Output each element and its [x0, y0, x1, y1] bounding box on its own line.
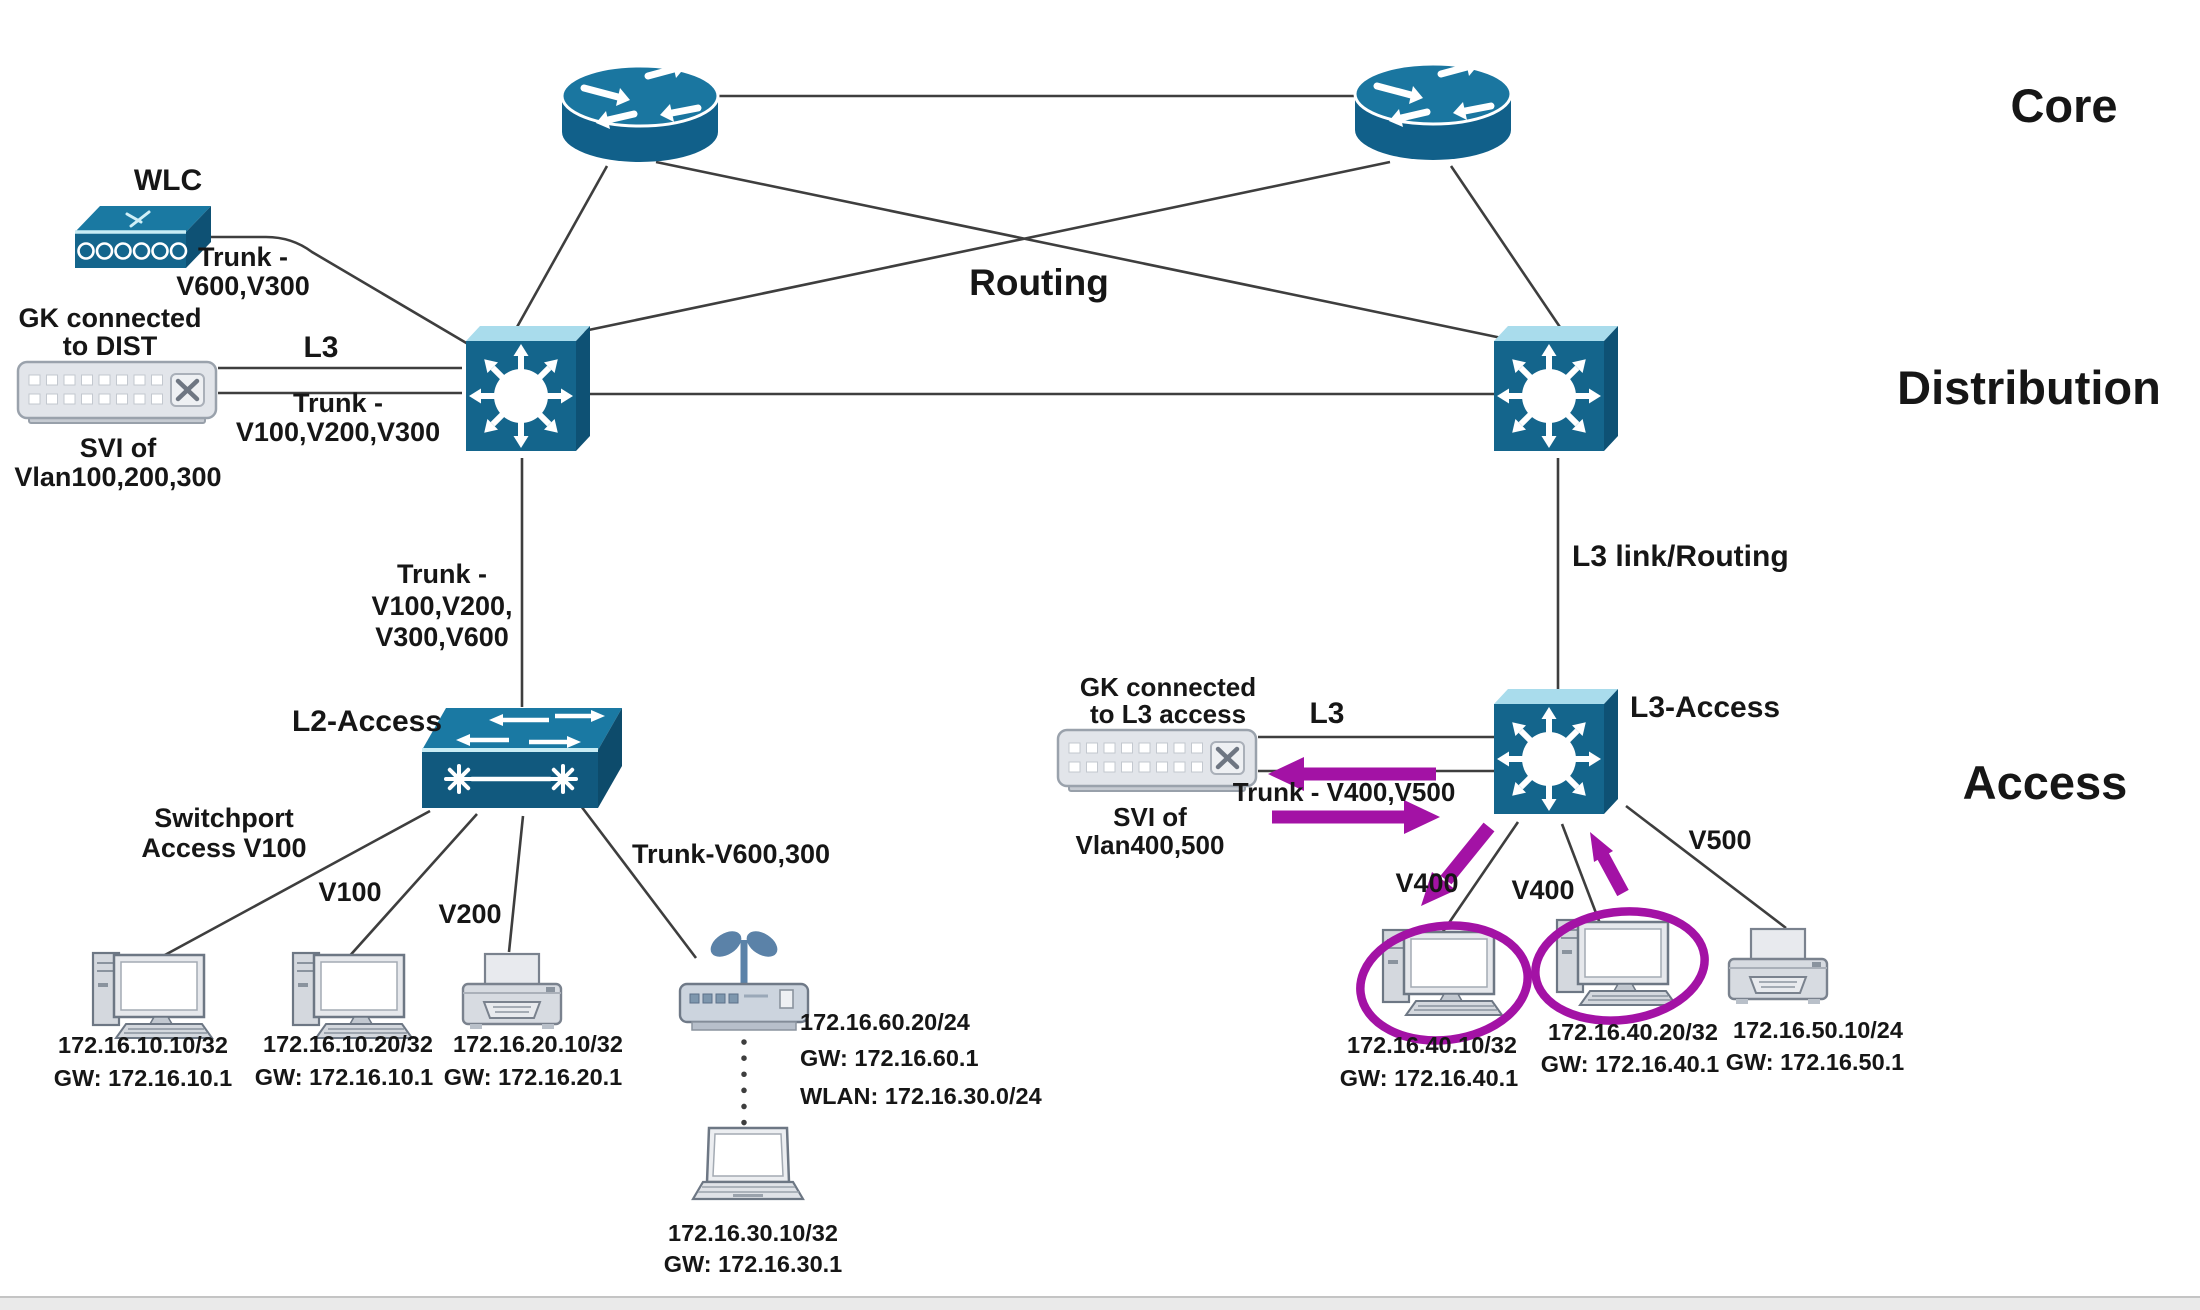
- gk-dist-svi-line1: SVI of: [80, 433, 158, 463]
- pc-right-2-ip: 172.16.40.20/32: [1548, 1019, 1718, 1045]
- ap-gw: GW: 172.16.60.1: [800, 1045, 979, 1071]
- printer-right-icon: [1727, 927, 1829, 1006]
- gk-dist-trunk-line2: V100,V200,V300: [236, 417, 440, 447]
- routing-label: Routing: [969, 262, 1109, 303]
- access-point-icon: [678, 931, 810, 1031]
- gk-l3-trunk-label: Trunk - V400,V500: [1233, 777, 1456, 807]
- link-wlc-distleft: [189, 235, 469, 346]
- gk-l3-l3-label: L3: [1309, 697, 1344, 730]
- pc-right-1-ip: 172.16.40.10/32: [1347, 1032, 1517, 1058]
- link-l2-ap: [579, 805, 698, 959]
- switchport-label-line2: Access V100: [141, 833, 306, 863]
- gk-l3-title-line1: GK connected: [1080, 672, 1256, 702]
- gk-l3-svi-line1: SVI of: [1113, 802, 1187, 832]
- trunk-ap-label: Trunk-V600,300: [632, 839, 830, 869]
- pc-left-2-icon: [291, 951, 414, 1040]
- l3-link-routing-label: L3 link/Routing: [1572, 540, 1789, 573]
- ap-wlan: WLAN: 172.16.30.0/24: [800, 1083, 1042, 1109]
- l2-uplink-trunk-line2: V100,V200,: [371, 591, 512, 621]
- pc-right-2-icon: [1555, 918, 1678, 1007]
- link-coreleft-distright: [655, 160, 1517, 343]
- gk-l3-title-line2: to L3 access: [1090, 699, 1246, 729]
- l2-access-switch-icon: [422, 708, 622, 808]
- link-coreleft-distleft: [510, 165, 609, 337]
- pc-left-2-gw: GW: 172.16.10.1: [255, 1064, 434, 1090]
- vlan-v400-pc2-label: V400: [1511, 875, 1574, 905]
- printer-left-icon: [461, 952, 563, 1031]
- pc-left-2-ip: 172.16.10.20/32: [263, 1031, 433, 1057]
- wlc-label: WLC: [134, 164, 202, 197]
- link-coreright-distright: [1449, 165, 1568, 337]
- bottom-strip: [0, 1297, 2200, 1310]
- layer-label-access: Access: [1963, 756, 2128, 809]
- switchport-label-line1: Switchport: [154, 803, 294, 833]
- layer-label-core: Core: [2010, 79, 2117, 132]
- vlan-v200-label: V200: [438, 899, 501, 929]
- link-l3-printer: [1625, 804, 1787, 930]
- highlight-ellipse-pc2: [1531, 907, 1709, 1025]
- core-router-right-icon: [1355, 58, 1511, 160]
- pc-left-1-ip: 172.16.10.10/32: [58, 1032, 228, 1058]
- printer-left-gw: GW: 172.16.20.1: [444, 1064, 623, 1090]
- l3-access-label: L3-Access: [1630, 691, 1780, 724]
- l3-access-switch-icon: [1494, 689, 1618, 814]
- gatekeeper-l3access-icon: [1058, 730, 1256, 791]
- vlan-v400-pc1-label: V400: [1395, 868, 1458, 898]
- laptop-ip: 172.16.30.10/32: [668, 1220, 838, 1246]
- gk-dist-title-line1: GK connected: [18, 303, 201, 333]
- l2-access-label: L2-Access: [292, 705, 442, 738]
- core-router-left-icon: [562, 60, 718, 162]
- pc-right-1-icon: [1381, 928, 1504, 1017]
- link-coreright-distleft: [535, 160, 1391, 343]
- printer-right-ip: 172.16.50.10/24: [1733, 1017, 1903, 1043]
- topology-links: [151, 94, 1787, 1127]
- l2-uplink-trunk-line1: Trunk -: [397, 559, 487, 589]
- wlc-trunk-label-line1: Trunk -: [198, 242, 288, 272]
- distribution-switch-left-icon: [466, 326, 590, 451]
- highlight-arrow-to-gk: [1268, 757, 1436, 791]
- link-l2-pc2: [345, 813, 478, 961]
- gatekeeper-dist-icon: [18, 362, 216, 423]
- highlight-arrow-down-to-pc1: [1421, 822, 1495, 906]
- vlan-v500-label: V500: [1688, 825, 1751, 855]
- highlight-annotations: [1268, 757, 1709, 1045]
- pc-right-2-gw: GW: 172.16.40.1: [1541, 1051, 1720, 1077]
- l2-uplink-trunk-line3: V300,V600: [375, 622, 509, 652]
- gk-l3-svi-line2: Vlan400,500: [1076, 830, 1225, 860]
- highlight-arrow-to-switch: [1272, 800, 1440, 834]
- printer-left-ip: 172.16.20.10/32: [453, 1031, 623, 1057]
- layer-label-distribution: Distribution: [1897, 361, 2161, 414]
- ap-ip: 172.16.60.20/24: [800, 1009, 970, 1035]
- gk-dist-svi-line2: Vlan100,200,300: [14, 462, 221, 492]
- pc-left-1-icon: [91, 951, 214, 1040]
- link-l2-printer: [507, 815, 525, 953]
- link-l3-pc1: [1438, 821, 1520, 937]
- printer-right-gw: GW: 172.16.50.1: [1726, 1049, 1905, 1075]
- highlight-ellipse-pc1: [1356, 921, 1532, 1045]
- distribution-switch-right-icon: [1494, 326, 1618, 451]
- laptop-gw: GW: 172.16.30.1: [664, 1251, 843, 1277]
- vlan-v100-label: V100: [318, 877, 381, 907]
- pc-left-1-gw: GW: 172.16.10.1: [54, 1065, 233, 1091]
- gk-dist-title-line2: to DIST: [63, 331, 158, 361]
- laptop-icon: [691, 1126, 805, 1201]
- link-l2-pc1: [151, 809, 431, 964]
- highlight-arrow-up-from-pc2: [1590, 832, 1629, 897]
- wlc-appliance-icon: [75, 206, 211, 268]
- pc-right-1-gw: GW: 172.16.40.1: [1340, 1065, 1519, 1091]
- wlc-trunk-label-line2: V600,V300: [176, 271, 310, 301]
- gk-dist-l3-label: L3: [303, 331, 338, 364]
- gk-dist-trunk-line1: Trunk -: [293, 388, 383, 418]
